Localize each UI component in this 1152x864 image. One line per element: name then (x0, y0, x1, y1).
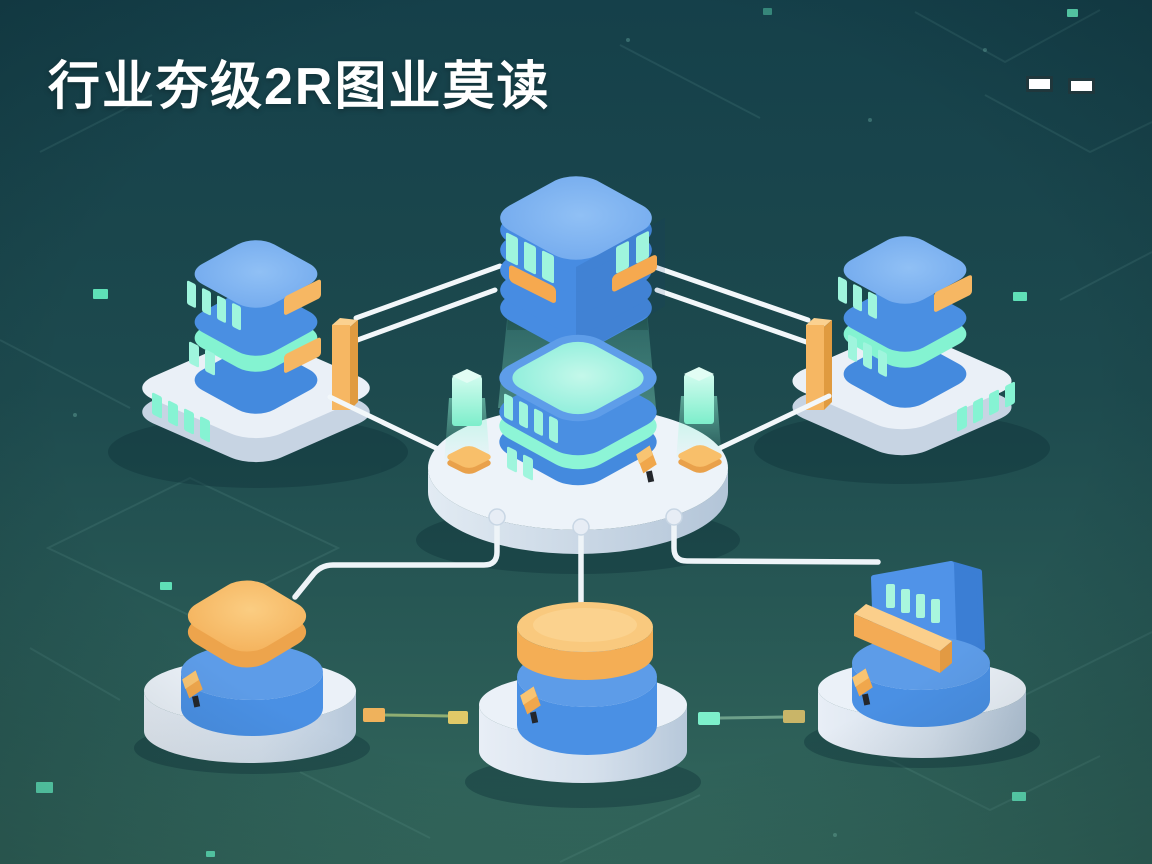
window-dashes (1026, 76, 1096, 94)
dash-icon (1068, 78, 1095, 94)
page-title: 行业夯级2R图业莫读 (48, 58, 551, 116)
dash-icon (1026, 76, 1053, 92)
